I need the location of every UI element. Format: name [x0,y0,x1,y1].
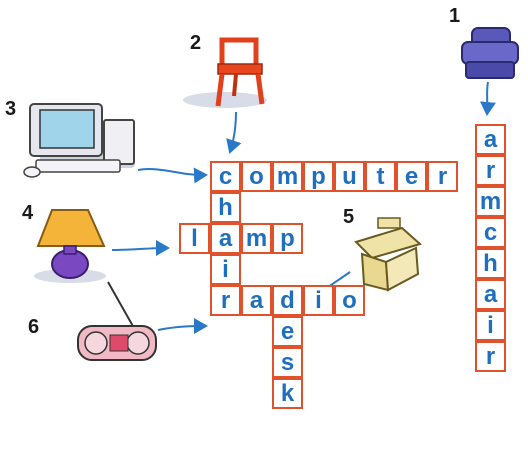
cell-lamp-4: p [272,223,303,254]
clue-number-5: 5 [343,206,355,228]
cell-computer-2: o [241,161,272,192]
cell-radio-3: d [272,285,303,316]
cell-computer-8: r [427,161,458,192]
computer-picture [23,103,135,178]
cell-computer-4: p [303,161,334,192]
armchair-picture [461,27,519,79]
cell-computer-3: m [272,161,303,192]
chair-picture [183,37,267,108]
clue-number-1: 1 [449,5,461,27]
cell-chair-3: a [210,223,241,254]
clue-number-6: 6 [28,316,40,338]
cell-chair-5: r [210,285,241,316]
cell-desk-4: k [272,378,303,409]
clue-number-3: 3 [5,98,17,120]
cell-chair-2: h [210,192,241,223]
cell-desk-2: e [272,316,303,347]
cell-computer-5: u [334,161,365,192]
cell-armchair-5: h [475,248,506,279]
cell-armchair-6: a [475,279,506,310]
cell-lamp-3: m [241,223,272,254]
cell-radio-4: i [303,285,334,316]
desk-picture [354,217,423,292]
cell-armchair-7: i [475,310,506,341]
cell-armchair-4: c [475,217,506,248]
cell-desk-3: s [272,347,303,378]
cell-computer-6: t [365,161,396,192]
cell-radio-2: a [241,285,272,316]
clue-number-4: 4 [22,202,34,224]
cell-armchair-8: r [475,341,506,372]
cell-computer-1: c [210,161,241,192]
lamp-picture [34,209,106,283]
radio-picture [77,281,157,361]
clue-number-2: 2 [190,32,202,54]
cell-armchair-2: r [475,155,506,186]
cell-radio-5: o [334,285,365,316]
cell-armchair-1: a [475,124,506,155]
cell-chair-4: i [210,254,241,285]
cell-armchair-3: m [475,186,506,217]
cell-computer-7: e [396,161,427,192]
cell-lamp-1: l [179,223,210,254]
